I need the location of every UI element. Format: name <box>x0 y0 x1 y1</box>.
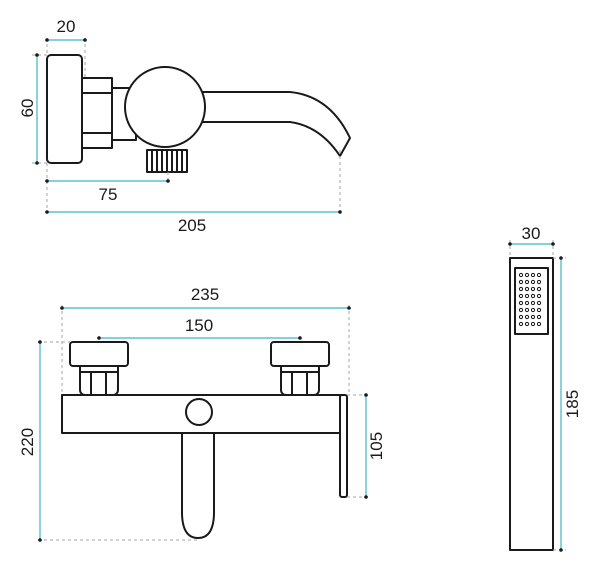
front-view: 235 150 220 105 <box>18 285 386 542</box>
dim-side-depth-outlet: 75 <box>99 185 118 204</box>
dim-side-total-depth: 205 <box>178 216 206 235</box>
dim-front-lever-length: 105 <box>367 432 386 460</box>
front-knob <box>185 398 213 426</box>
side-body-circle <box>124 66 206 148</box>
front-lever <box>181 417 215 539</box>
hose-connector <box>146 149 188 173</box>
right-inlet <box>270 341 330 396</box>
side-inlet-nut <box>81 77 113 149</box>
front-side-lever <box>339 394 348 498</box>
left-inlet <box>69 341 129 396</box>
dim-front-total-width: 235 <box>191 285 219 304</box>
hand-shower: 30 185 <box>508 224 582 552</box>
dim-shower-width: 30 <box>522 224 541 243</box>
dim-front-height: 220 <box>18 428 37 456</box>
dim-front-inlet-spacing: 150 <box>185 316 213 335</box>
dim-side-width: 20 <box>57 17 76 36</box>
side-wall-plate <box>46 54 83 164</box>
side-view: 20 60 75 205 <box>18 17 351 235</box>
side-spout <box>189 91 351 157</box>
dim-shower-length: 185 <box>563 390 582 418</box>
dim-side-height: 60 <box>18 99 37 118</box>
spray-nozzles <box>518 272 542 327</box>
